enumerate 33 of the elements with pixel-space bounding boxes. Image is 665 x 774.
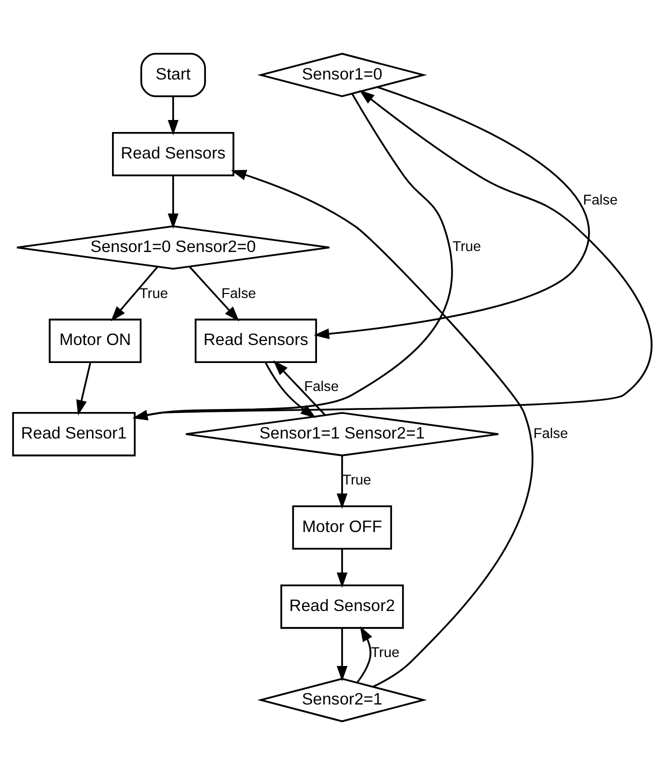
arrow [314, 86, 590, 339]
arrow [168, 175, 179, 228]
node-box: Start [140, 52, 206, 97]
arrow [273, 360, 326, 416]
arrow [336, 548, 348, 588]
node-box: Read Sensor1 [12, 412, 136, 456]
arrow [356, 626, 372, 682]
arrow [264, 362, 316, 418]
arrow [76, 362, 92, 415]
edge-label: False [221, 285, 256, 302]
node-box: Motor OFF [292, 504, 392, 550]
node-diamond: Sensor1=0 [257, 52, 427, 97]
edge-label: True [139, 285, 168, 302]
edge-label: False [533, 425, 568, 442]
node-box: Read Sensor2 [280, 584, 404, 628]
node-box: Read Sensors [112, 132, 234, 176]
edge-label: False [304, 378, 339, 395]
edge-label: False [582, 192, 618, 208]
arrow [110, 266, 158, 321]
node-diamond: Sensor1=0 Sensor2=0 [16, 224, 330, 270]
edge-label: True [342, 472, 372, 488]
arrow [168, 96, 179, 135]
node-box: Read Sensors [194, 318, 317, 362]
node-box: Motor ON [48, 318, 142, 362]
arrow [336, 455, 348, 508]
arrow [336, 628, 348, 681]
node-diamond: Sensor2=1 [257, 677, 427, 722]
edge-label: True [452, 238, 482, 255]
arrow [188, 266, 240, 321]
edge-label: True [370, 644, 400, 660]
arrow [132, 92, 453, 420]
arrow [230, 169, 534, 688]
node-diamond: Sensor1=1 Sensor2=1 [185, 412, 500, 456]
